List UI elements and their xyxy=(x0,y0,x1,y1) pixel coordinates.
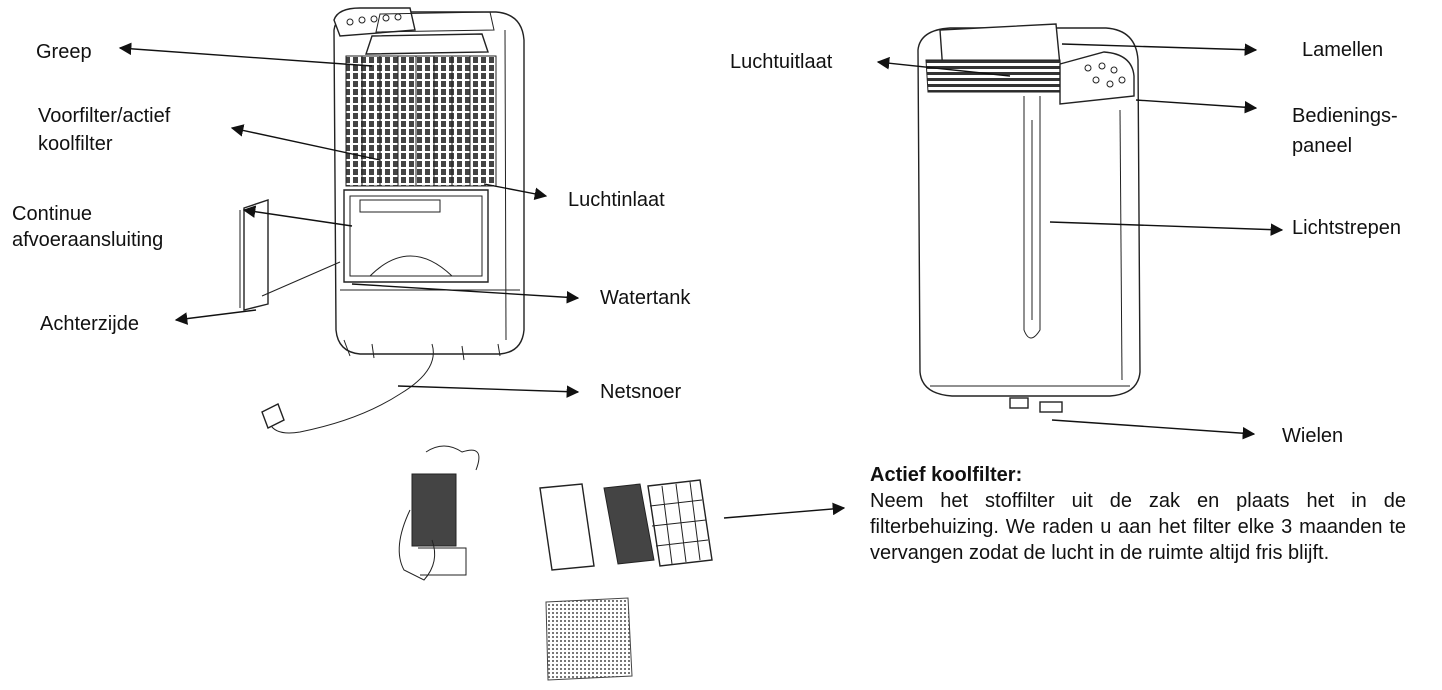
label-continue-line1: Continue xyxy=(12,203,93,225)
label-greep: Greep xyxy=(36,41,92,63)
arrow-watertank xyxy=(351,283,580,304)
arrow-filter-info xyxy=(723,502,846,519)
arrow-netsnoer xyxy=(397,385,580,398)
arrow-lamellen xyxy=(1061,43,1258,56)
arrow-greep xyxy=(118,42,373,67)
arrow-continue xyxy=(242,205,353,227)
label-achterzijde: Achterzijde xyxy=(40,313,139,335)
dehumidifier-rear-illustration xyxy=(917,23,1141,413)
arrow-lichtstrepen xyxy=(1049,221,1284,236)
callout-arrows xyxy=(118,42,1284,519)
filter-info-title: Actief koolfilter: xyxy=(870,464,1023,486)
label-lamellen: Lamellen xyxy=(1302,39,1384,61)
label-lichtstrepen: Lichtstrepen xyxy=(1292,217,1401,239)
label-luchtinlaat: Luchtinlaat xyxy=(568,189,665,211)
dehumidifier-front-illustration xyxy=(239,7,525,434)
arrow-wielen xyxy=(1051,419,1256,440)
label-voorfilter-line2: koolfilter xyxy=(38,133,113,155)
filter-info-text: Neem het stoffilter uit de zak en plaats… xyxy=(870,490,1406,564)
arrow-luchtinlaat xyxy=(483,183,548,201)
label-voorfilter-line1: Voorfilter/actief xyxy=(38,105,171,127)
filter-info-block: Actief koolfilter: Neem het stoffilter u… xyxy=(870,462,1406,566)
label-luchtuitlaat: Luchtuitlaat xyxy=(730,51,833,73)
label-wielen: Wielen xyxy=(1282,425,1344,447)
label-watertank: Watertank xyxy=(600,287,691,309)
label-continue-line2: afvoeraansluiting xyxy=(12,229,164,251)
label-bedieningspaneel-line2: paneel xyxy=(1292,135,1353,157)
arrow-luchtuitlaat xyxy=(876,56,1011,77)
filter-illustrations xyxy=(398,445,713,681)
arrow-bedieningspaneel xyxy=(1135,99,1258,114)
arrow-voorfilter xyxy=(230,124,381,161)
label-netsnoer: Netsnoer xyxy=(600,381,682,403)
arrow-achterzijde xyxy=(174,309,257,325)
label-bedieningspaneel-line1: Bedienings- xyxy=(1292,105,1398,127)
